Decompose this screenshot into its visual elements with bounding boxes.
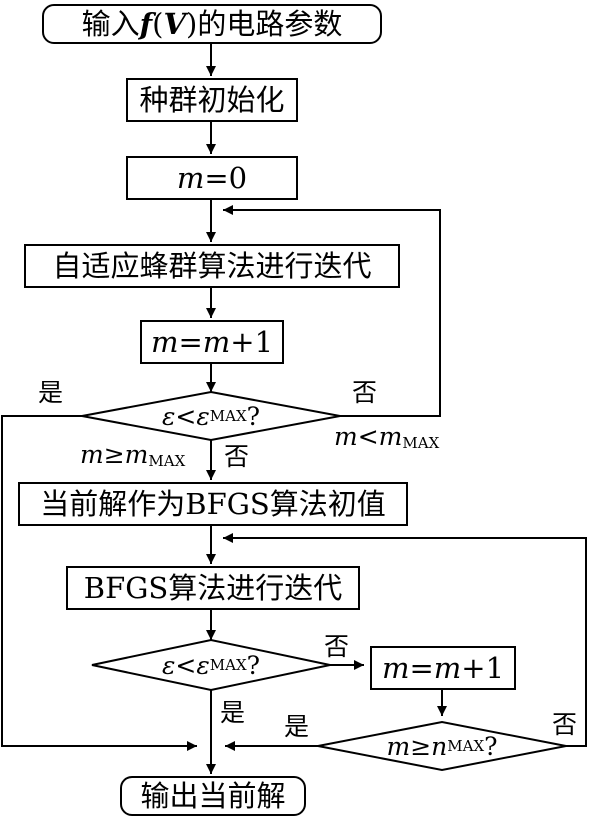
label-no-2: 否 bbox=[324, 632, 350, 661]
arrow-loop-bfgs bbox=[223, 533, 587, 747]
m-zero-node: m=0 bbox=[126, 156, 298, 200]
label-yes-1: 是 bbox=[38, 378, 64, 407]
abc-iteration-node: 自适应蜂群算法进行迭代 bbox=[24, 244, 400, 288]
label-no-3: 否 bbox=[552, 710, 578, 739]
bfgs-iteration-node: BFGS算法进行迭代 bbox=[66, 566, 360, 610]
arrow-loop-abc bbox=[223, 205, 441, 417]
decision-diamond-3 bbox=[317, 720, 567, 772]
m-increment-node-1: m=m+1 bbox=[140, 320, 284, 364]
handoff-node: 当前解作为BFGS算法初值 bbox=[18, 482, 408, 526]
m-increment-node-2: m=m+1 bbox=[370, 646, 516, 690]
decision-diamond-2 bbox=[91, 638, 331, 692]
end-node: 输出当前解 bbox=[120, 776, 306, 816]
label-yes-3: 是 bbox=[284, 712, 310, 741]
decision-diamond-1 bbox=[81, 390, 341, 442]
init-node: 种群初始化 bbox=[126, 78, 298, 122]
label-yes-2: 是 bbox=[220, 698, 246, 727]
label-no-down: 否 bbox=[224, 442, 250, 471]
arrow-yes1-end bbox=[1, 415, 197, 751]
label-m-lt-mmax: m<mMAX bbox=[334, 422, 440, 452]
label-no-1: 否 bbox=[352, 378, 378, 407]
label-m-ge-mmax: m≥mMAX bbox=[80, 440, 186, 470]
